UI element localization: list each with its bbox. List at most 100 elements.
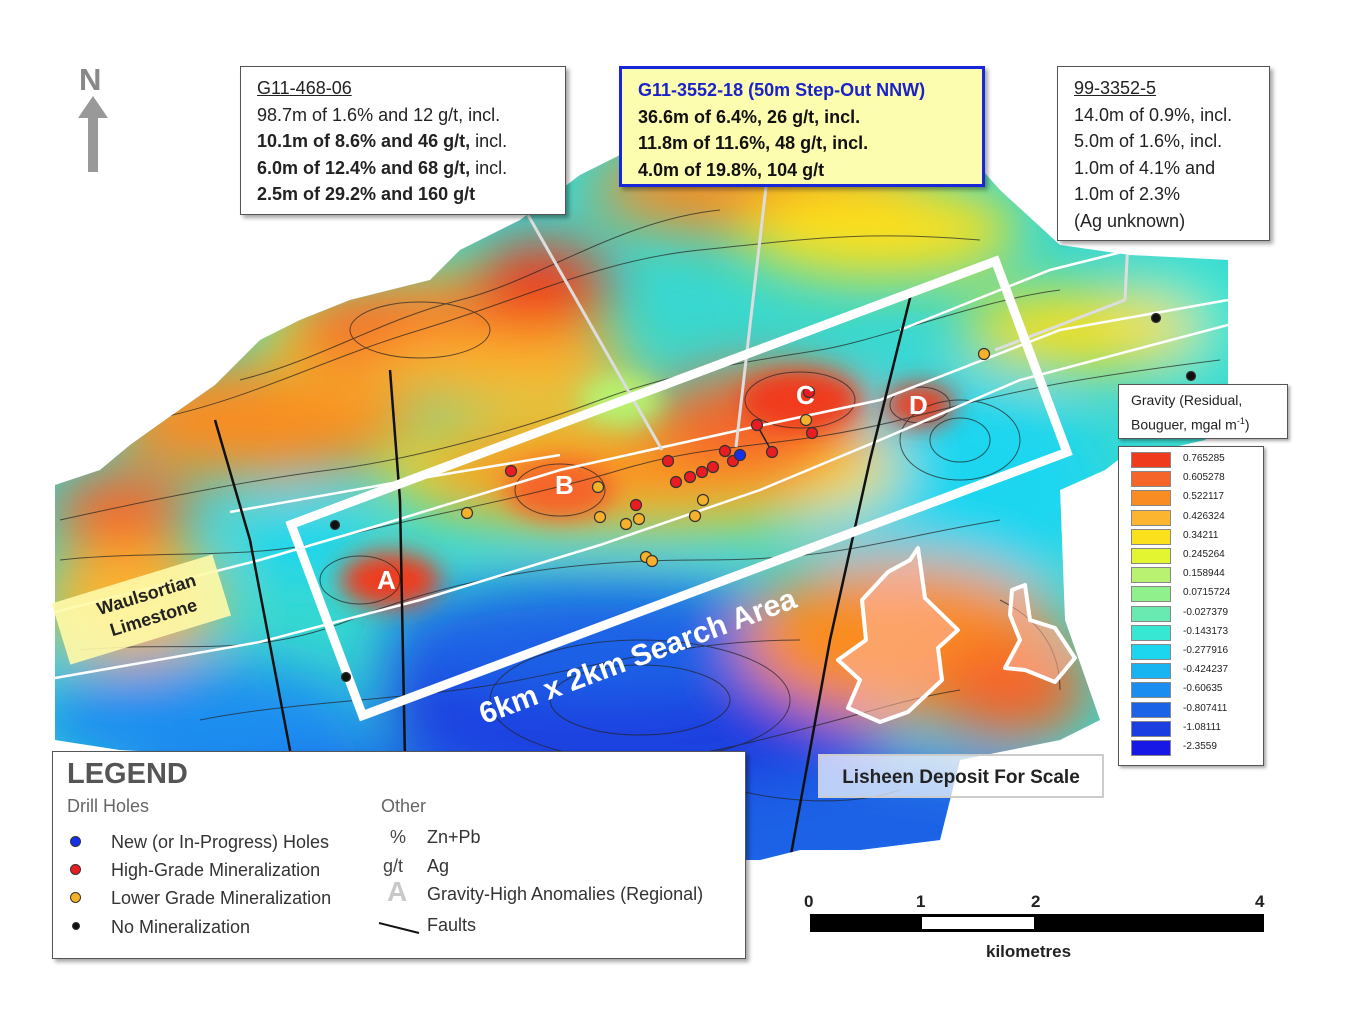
gravity-swatch	[1131, 740, 1171, 756]
north-arrow: N	[76, 62, 110, 172]
callout-title: G11-468-06	[257, 78, 352, 98]
legend-dot-new	[70, 836, 81, 847]
callout-line: 4.0m of 19.8%, 104 g/t	[638, 159, 825, 180]
lisheen-label: Lisheen Deposit For Scale	[818, 754, 1104, 798]
legend-item-high: High-Grade Mineralization	[111, 860, 321, 880]
callout-title: 99-3352-5	[1074, 78, 1157, 98]
callout-line: 98.7m of 1.6% and 12 g/t, incl.	[257, 104, 501, 125]
search-area-box	[285, 255, 1073, 722]
gravity-swatch	[1131, 452, 1171, 468]
drill-hole-low	[591, 480, 605, 494]
scale-tick-0: 0	[804, 892, 814, 911]
scale-tick-4: 4	[1255, 892, 1265, 911]
gravity-value: -0.424237	[1183, 664, 1229, 676]
drill-hole-high	[718, 444, 732, 458]
gravity-value: 0.522117	[1183, 491, 1224, 503]
gravity-value: -0.027379	[1183, 606, 1229, 618]
drill-hole-high	[706, 460, 720, 474]
gravity-scale-row: 0.605278	[1131, 471, 1251, 488]
north-arrow-icon	[78, 96, 108, 172]
drill-hole-none	[1185, 370, 1197, 382]
gravity-value: 0.158944	[1183, 568, 1225, 580]
gravity-value: 0.34211	[1183, 529, 1219, 541]
callout-line: incl.	[470, 131, 508, 151]
legend-dot-none	[72, 922, 80, 930]
gravity-scale-row: 0.158944	[1131, 567, 1251, 584]
callout-g11-3552-18: G11-3552-18 (50m Step-Out NNW) 36.6m of …	[619, 66, 985, 187]
gravity-value: 0.426324	[1183, 510, 1225, 522]
drill-hole-low	[977, 347, 991, 361]
legend-title: LEGEND	[67, 758, 188, 790]
gravity-scale-row: -0.424237	[1131, 663, 1251, 680]
callout-line: 14.0m of 0.9%, incl.	[1074, 104, 1233, 125]
drill-hole-none	[329, 519, 341, 531]
gravity-scale-row: -0.807411	[1131, 701, 1251, 718]
callout-line: incl.	[470, 157, 508, 178]
drill-hole-low	[799, 413, 813, 427]
gravity-swatch	[1131, 548, 1171, 564]
gravity-scale-row: 0.245264	[1131, 548, 1251, 564]
drill-hole-low	[645, 554, 659, 568]
gravity-swatch	[1131, 682, 1171, 699]
scale-tick-2: 2	[1031, 892, 1041, 911]
gravity-scale-row: -0.60635	[1131, 682, 1251, 699]
legend-symbol-percent: %	[390, 827, 407, 847]
legend-other-anomalies: Gravity-High Anomalies (Regional)	[427, 884, 704, 904]
gravity-swatch	[1131, 663, 1171, 680]
gravity-value: -0.277916	[1183, 645, 1229, 656]
gravity-scale-row: -0.143173	[1131, 624, 1251, 641]
gravity-swatch	[1131, 471, 1171, 488]
gravity-swatch	[1131, 644, 1171, 660]
drill-hole-low	[619, 517, 633, 531]
gravity-swatch	[1131, 528, 1171, 545]
drill-hole-high	[805, 426, 819, 440]
drill-hole-high	[683, 470, 697, 484]
callout-line: 10.1m of 8.6% and 46 g/t,	[257, 131, 471, 151]
gravity-scale-row: 0.522117	[1131, 490, 1251, 507]
gravity-value: -0.143173	[1183, 625, 1229, 637]
drill-hole-new	[733, 448, 747, 462]
gravity-value: -2.3559	[1183, 741, 1217, 752]
scale-bar: 0 1 2 4 kilometres	[800, 890, 1280, 970]
legend-other-zn-pb: Zn+Pb	[427, 827, 481, 847]
legend-item-none: No Mineralization	[111, 917, 251, 937]
callout-line: 11.8m of 11.6%, 48 g/t, incl.	[638, 133, 869, 153]
scale-bar-segment	[922, 917, 1034, 929]
gravity-scale-row: 0.765285	[1131, 452, 1251, 468]
drill-hole-high	[750, 418, 764, 432]
drill-hole-none	[1150, 312, 1162, 324]
gravity-value: -0.60635	[1183, 683, 1223, 695]
gravity-scale-title: Gravity (Residual, Bouguer, mgal m-1)	[1118, 384, 1288, 439]
gravity-color-scale: 0.765285 0.605278 0.522117 0.426324 0.34211 0…	[1118, 446, 1264, 766]
gravity-swatch	[1131, 605, 1171, 622]
drill-hole-low	[688, 509, 702, 523]
gravity-value: -1.08111	[1183, 721, 1221, 733]
gravity-scale-row: 0.34211	[1131, 528, 1251, 545]
legend-item-low: Lower Grade Mineralization	[111, 888, 332, 908]
legend-other-ag: Ag	[427, 856, 450, 876]
gravity-scale-row: 0.0715724	[1131, 586, 1251, 603]
drill-hole-none	[340, 671, 352, 683]
callout-line: 36.6m of 6.4%, 26 g/t, incl.	[638, 106, 861, 127]
callout-line: 6.0m of 12.4% and 68 g/t,	[257, 157, 471, 178]
fault-line-icon	[378, 922, 420, 934]
gravity-scale-row: -0.027379	[1131, 605, 1251, 622]
gravity-swatch	[1131, 701, 1171, 718]
legend-symbol-gt: g/t	[383, 856, 404, 876]
drill-hole-low	[593, 510, 607, 524]
drill-hole-high	[695, 465, 709, 479]
drill-hole-high	[765, 445, 779, 459]
callout-line: 5.0m of 1.6%, incl.	[1074, 131, 1223, 151]
callout-line: 1.0m of 4.1% and	[1074, 157, 1216, 178]
scale-unit: kilometres	[986, 942, 1072, 961]
anomaly-label-a: A	[377, 565, 396, 595]
callout-line: (Ag unknown)	[1074, 210, 1186, 231]
north-label: N	[79, 62, 102, 97]
drill-hole-low	[632, 512, 646, 526]
gravity-swatch	[1131, 720, 1171, 737]
gravity-value: 0.245264	[1183, 549, 1225, 560]
legend-symbol-anomaly: A	[387, 876, 408, 907]
drill-hole-low	[460, 506, 474, 520]
